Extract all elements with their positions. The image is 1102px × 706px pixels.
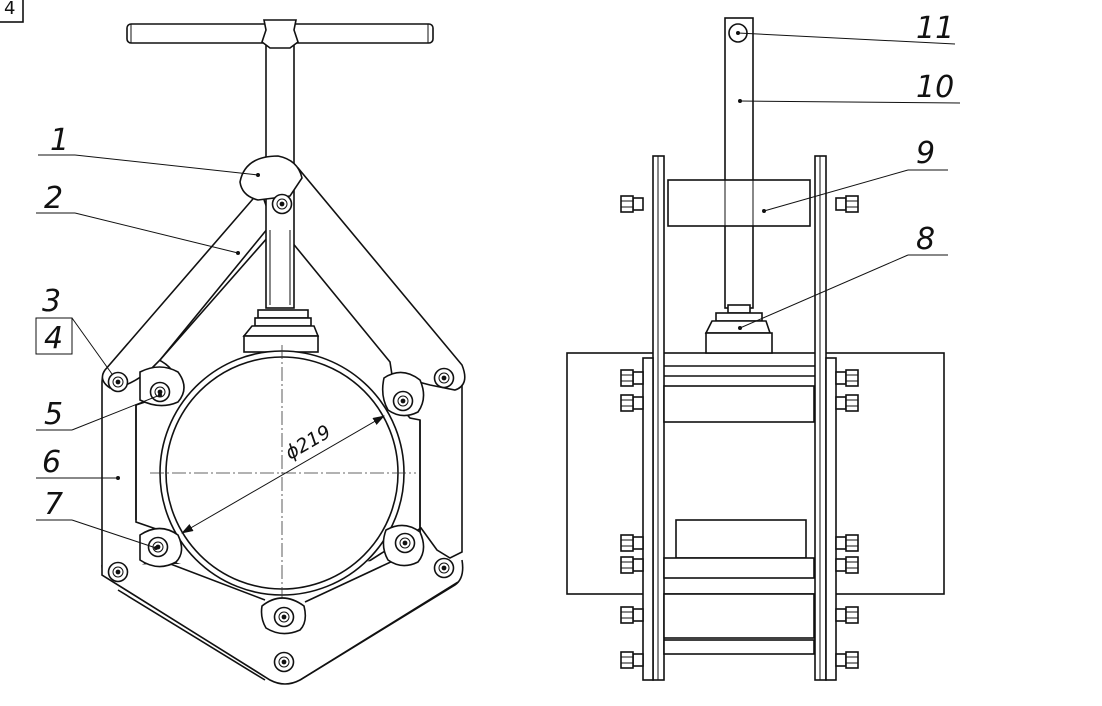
callout-7: 7: [44, 487, 63, 522]
frame-edge-lower-left: [117, 589, 266, 681]
bolt-lever-pivot: [271, 193, 293, 215]
side-spacer-lower: [663, 557, 815, 579]
callout-11: 11: [916, 11, 954, 46]
bolt-frame-top-right: [433, 367, 455, 389]
lever-inner-edge: [159, 227, 269, 361]
callout-9: 9: [916, 136, 935, 171]
callout-6: 6: [42, 445, 61, 480]
nut-block: [239, 155, 303, 201]
roller-bottom: [260, 597, 307, 635]
side-spacer-bottom: [663, 639, 815, 655]
diameter-dimension-line: [181, 415, 385, 534]
inner-strip-bottom-right: [304, 559, 396, 603]
bolt-frame-bottom: [273, 651, 295, 673]
side-plate-left: [642, 155, 665, 681]
side-pressure-pad: [704, 304, 773, 354]
side-view: [566, 17, 945, 681]
callout-3: 3: [42, 284, 61, 319]
side-roller-mid: [675, 519, 807, 559]
callout-5: 5: [44, 397, 63, 432]
side-roller-top: [663, 385, 815, 423]
front-view: ϕ219: [101, 19, 466, 685]
frame-edge-lower-right: [299, 581, 459, 681]
corner-tag: 4: [0, 0, 24, 23]
roller-bottom-right: [382, 524, 425, 567]
roller-bottom-left: [139, 527, 183, 568]
bolt-frame-bottom-right: [433, 557, 455, 579]
bolt-frame-bottom-left: [107, 561, 129, 583]
callout-2: 2: [44, 181, 63, 216]
callout-8: 8: [916, 222, 935, 257]
callout-10: 10: [916, 70, 954, 105]
inner-strip-bottom-left: [159, 559, 266, 601]
side-nut-block: [667, 179, 811, 227]
side-roller-bottom: [663, 593, 815, 639]
callout-4: 4: [44, 321, 63, 356]
side-screw-rod: [724, 17, 754, 309]
callouts: 1 2 3 4 5 6 7 8 9: [35, 11, 961, 550]
callout-1: 1: [50, 123, 69, 158]
bolt-frame-top-left: [107, 371, 129, 393]
pressure-pad: [242, 309, 320, 353]
svg-text:4: 4: [4, 0, 15, 19]
side-plate-right: [814, 155, 837, 681]
roller-top-left: [139, 366, 185, 407]
handle-hub: [261, 19, 299, 49]
roller-top-right: [381, 371, 425, 417]
